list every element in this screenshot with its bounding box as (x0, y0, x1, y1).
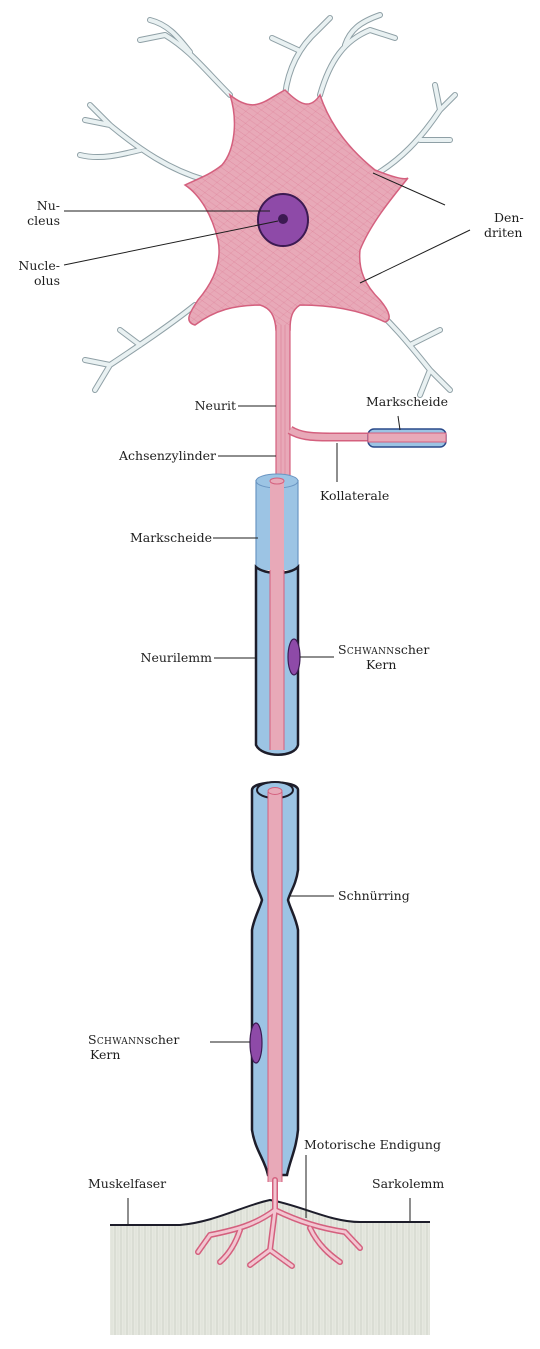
label-kollaterale: Kollaterale (320, 488, 389, 503)
label-nucleolus-line1: Nucle- (6, 258, 60, 273)
label-schwann-top: Schwannscher Kern (338, 642, 429, 672)
label-schwann-bottom-line1: Schwannscher (88, 1032, 208, 1047)
label-sarkolemm: Sarkolemm (372, 1176, 444, 1191)
nucleolus (278, 214, 288, 224)
label-nucleus: Nu- cleus (20, 198, 60, 228)
label-neurit: Neurit (150, 398, 236, 413)
axon-upper (276, 325, 290, 480)
label-nucleus-line1: Nu- (20, 198, 60, 213)
label-dendriten-line2: driten (484, 225, 540, 240)
schwann-nucleus-top (288, 639, 300, 675)
label-schwann-bottom: Schwannscher Kern (88, 1032, 208, 1062)
label-kern-bottom: Kern (88, 1047, 208, 1062)
label-achsenzylinder: Achsenzylinder (90, 448, 216, 463)
schwann-nucleus-bottom (250, 1023, 262, 1063)
label-schwann-bottom-suffix: scher (144, 1032, 179, 1047)
label-schwann-top-suffix: scher (394, 642, 429, 657)
label-kern-top: Kern (338, 657, 429, 672)
label-schwann-top-name: Schwann (338, 642, 394, 657)
label-motorische-endigung: Motorische Endigung (304, 1137, 441, 1152)
label-markscheide: Markscheide (90, 530, 212, 545)
label-dendriten: Den- driten (484, 210, 540, 240)
label-neurilemm: Neurilemm (90, 650, 212, 665)
axon-lower (250, 782, 298, 1182)
label-nucleolus: Nucle- olus (6, 258, 60, 288)
label-markscheide-top: Markscheide (366, 394, 448, 409)
label-schwann-top-line1: Schwannscher (338, 642, 429, 657)
label-nucleolus-line2: olus (6, 273, 60, 288)
neurilemm-upper (256, 567, 300, 755)
label-schnurring: Schnürring (338, 888, 410, 903)
label-dendriten-line1: Den- (484, 210, 540, 225)
label-nucleus-line2: cleus (20, 213, 60, 228)
label-schwann-bottom-name: Schwann (88, 1032, 144, 1047)
collateral (290, 429, 446, 447)
label-muskelfaser: Muskelfaser (88, 1176, 166, 1191)
muscle-fiber (110, 1200, 430, 1335)
myelin-upper (256, 474, 298, 571)
